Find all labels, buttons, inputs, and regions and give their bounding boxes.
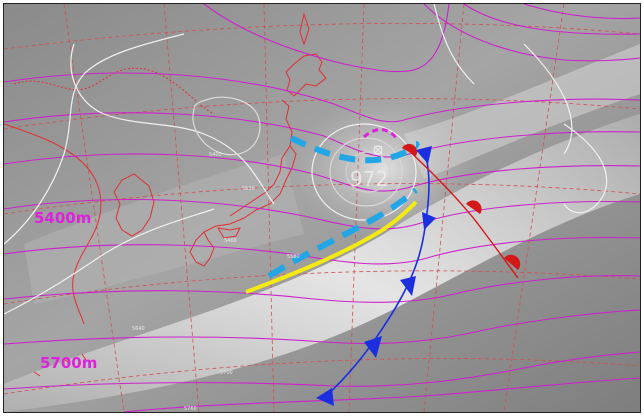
- isobar-line: [4, 33, 185, 245]
- height-label-5400: 5400m: [34, 209, 91, 227]
- cloud-patch-west: [24, 154, 304, 304]
- lat-lon-grid: [4, 4, 640, 412]
- weather-map-frame: 5520 5460 5580 5640 5700 5760 5400 972 5…: [3, 3, 641, 413]
- contour-label: 5580: [287, 254, 300, 260]
- contour-line: [4, 236, 640, 265]
- kyushu-coast: [189, 231, 215, 267]
- ryukyu-islands: [33, 353, 87, 377]
- contour-line: [123, 377, 640, 412]
- honshu-south-coast: [203, 145, 297, 233]
- cold-front-triangle-icon: [422, 212, 436, 230]
- contour-line: [423, 4, 640, 62]
- weather-map: 5520 5460 5580 5640 5700 5760 5400 972 5…: [4, 4, 640, 412]
- warm-front-semicircle-icon: [402, 143, 418, 156]
- warm-front-semicircle-icon: [466, 200, 482, 214]
- warm-front-line: [403, 145, 519, 279]
- trough-magenta: [362, 128, 398, 139]
- contour-line: [4, 198, 640, 230]
- isobar-line: [192, 96, 261, 156]
- contour-label: 5520: [242, 186, 255, 192]
- contour-label: 5400: [209, 152, 222, 158]
- contour-line: [4, 351, 640, 390]
- contour-line: [463, 4, 640, 35]
- isobar-low-ring: [345, 151, 391, 193]
- contour-label: 5640: [132, 326, 145, 332]
- contour-label: 5460: [224, 238, 237, 244]
- isobar-line: [70, 43, 275, 205]
- contour-label: 5700: [220, 370, 233, 376]
- contour-line: [4, 72, 640, 123]
- cold-front-triangle-icon: [316, 388, 334, 406]
- cold-front-triangle-icon: [400, 276, 416, 296]
- isobar-line: [4, 208, 215, 315]
- central-pressure-label: 972: [350, 167, 388, 191]
- isobars: [4, 4, 608, 315]
- border-line: [13, 67, 215, 115]
- isobar-line: [433, 4, 475, 85]
- jet-axis-blue-dashed: [289, 135, 420, 164]
- height-contours: [4, 4, 640, 412]
- contour-line: [203, 4, 450, 73]
- low-center-icon: [373, 145, 383, 155]
- honshu-north-coast: [229, 99, 293, 217]
- contour-line: [4, 112, 640, 158]
- cloud-streak-north: [404, 44, 640, 179]
- warm-front-semicircles: [402, 143, 521, 270]
- cold-front-triangles: [316, 146, 436, 406]
- cold-front-triangle-icon: [364, 336, 382, 358]
- isobar-line: [523, 43, 573, 155]
- contour-small-labels: 5520 5460 5580 5640 5700 5760 5400: [132, 152, 300, 412]
- sakhalin-coast: [299, 12, 310, 46]
- isobar-low-ring: [329, 137, 403, 207]
- cold-front-triangle-icon: [416, 146, 432, 164]
- contour-line: [523, 4, 640, 20]
- warm-front-semicircle-icon: [504, 254, 521, 270]
- shikoku-coast: [217, 227, 241, 239]
- isobar-low-ring: [311, 123, 417, 221]
- mainland-coast: [4, 123, 102, 325]
- isobar-line: [563, 123, 608, 214]
- contour-line: [4, 275, 640, 303]
- jet-axis-blue-dashed-lower: [267, 187, 418, 279]
- jet-axis-yellow: [245, 200, 418, 294]
- height-label-5700: 5700m: [40, 354, 97, 372]
- contour-label: 5760: [184, 406, 197, 412]
- hokkaido-coast: [285, 53, 327, 97]
